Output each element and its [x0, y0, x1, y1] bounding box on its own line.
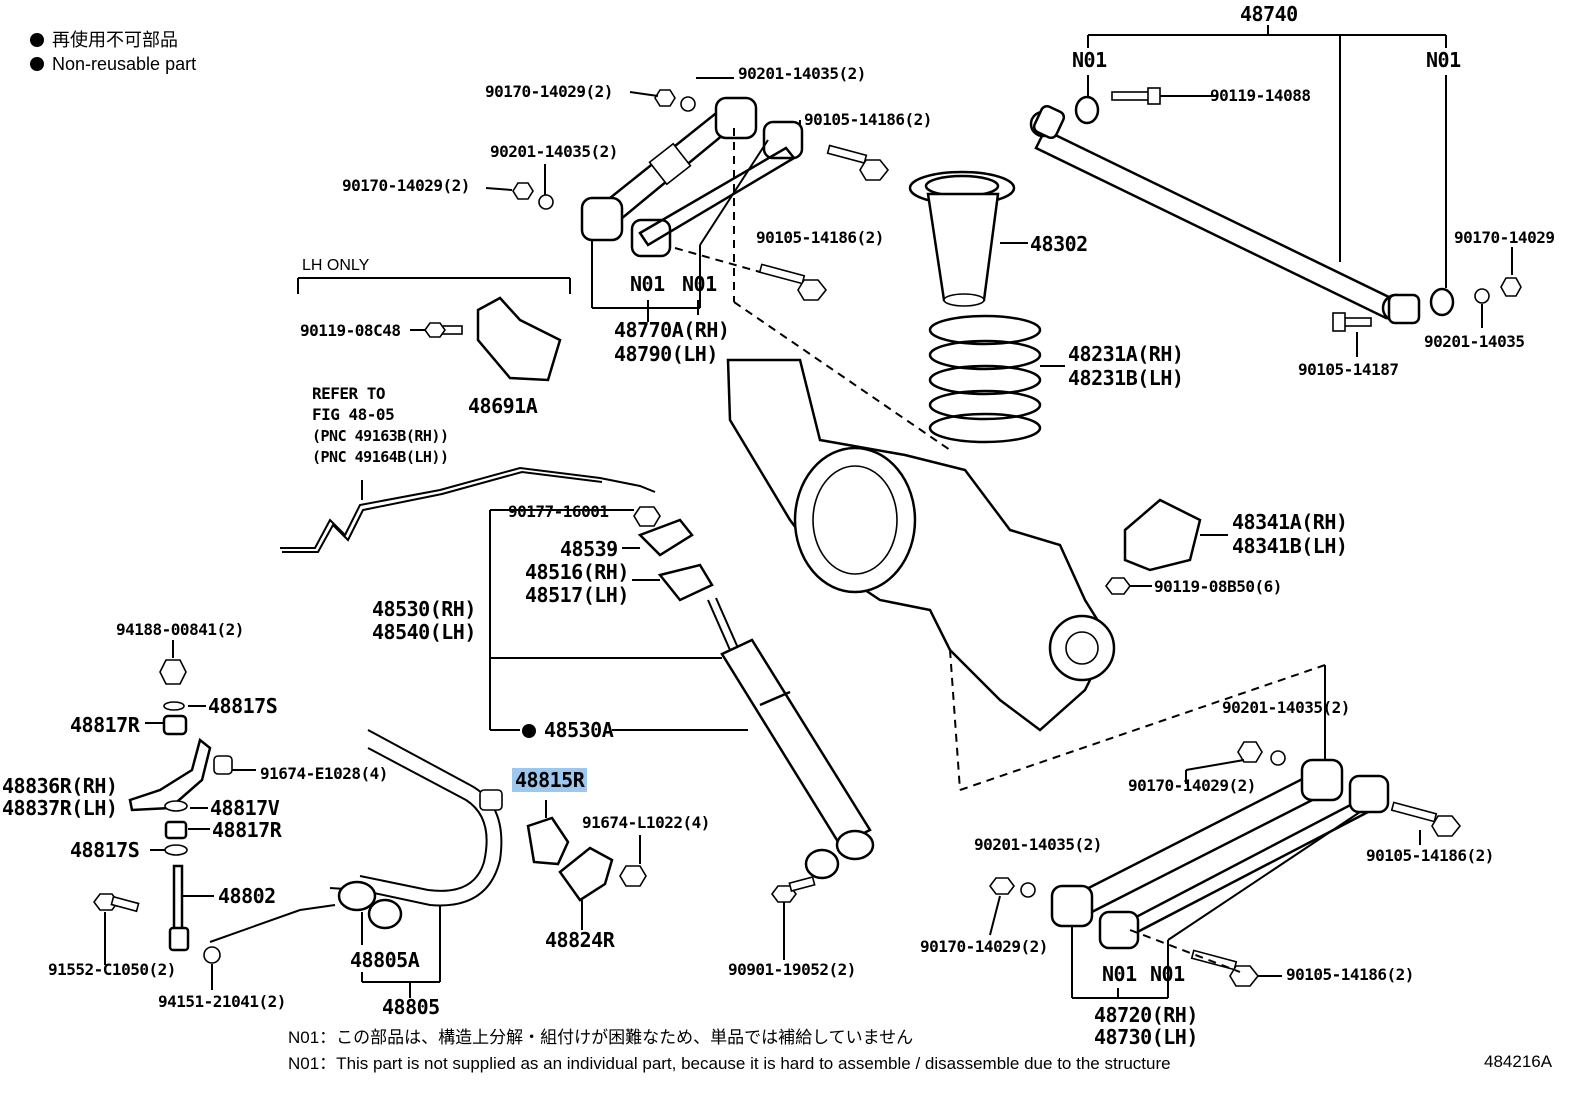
- part-label-48817r[interactable]: 48817R: [212, 818, 282, 842]
- legend-en-text: Non-reusable part: [52, 54, 197, 74]
- part-label-n01: N01: [1426, 48, 1461, 72]
- legend-dot-icon: [30, 57, 44, 71]
- part-label-48341b[interactable]: 48341B(LH): [1232, 534, 1348, 558]
- part-label-48836r[interactable]: 48836R(RH): [2, 774, 118, 798]
- spring-bracket-drawing: [1105, 498, 1228, 595]
- legend-en: Non-reusable part: [30, 54, 196, 74]
- lower-arm-drawing: [989, 741, 1462, 999]
- refer-text-4: (PNC 49164B(LH)): [312, 448, 449, 466]
- refer-text-2: FIG 48-05: [312, 405, 395, 424]
- part-label-90201-14035[interactable]: 90201-14035(2): [1222, 698, 1350, 717]
- lh-bracket-drawing: [297, 277, 571, 382]
- part-label-94151-21041[interactable]: 94151-21041(2): [158, 992, 286, 1011]
- part-label-48815r-highlighted[interactable]: 48815R: [512, 768, 588, 792]
- part-label-90105-14187[interactable]: 90105-14187: [1298, 360, 1399, 379]
- part-label-48539[interactable]: 48539: [560, 537, 618, 561]
- part-label-91552-c1050[interactable]: 91552-C1050(2): [48, 960, 176, 979]
- part-label-48817s[interactable]: 48817S: [208, 694, 278, 718]
- refer-text-1: REFER TO: [312, 384, 386, 403]
- stabilizer-bar-drawing: [209, 729, 647, 998]
- stabilizer-link-drawing: [93, 640, 256, 990]
- legend-dot-icon: [30, 33, 44, 47]
- part-label-48817r[interactable]: 48817R: [70, 713, 140, 737]
- part-label-90901-19052[interactable]: 90901-19052(2): [728, 960, 856, 979]
- part-label-48302[interactable]: 48302: [1030, 232, 1088, 256]
- lateral-rod-drawing: [1029, 25, 1522, 357]
- part-label-48231a[interactable]: 48231A(RH): [1068, 342, 1184, 366]
- leader-lines: [485, 77, 1218, 587]
- part-label-90170-14029[interactable]: 90170-14029(2): [1128, 776, 1256, 795]
- part-label-91674-l1022[interactable]: 91674-L1022(4): [582, 813, 710, 832]
- spring-drawing: [733, 170, 1065, 451]
- part-label-90201-14035[interactable]: 90201-14035: [1424, 332, 1525, 351]
- part-label-90170-14029[interactable]: 90170-14029(2): [485, 82, 613, 101]
- axle-housing-drawing: [726, 358, 1326, 791]
- part-label-90119-08c48[interactable]: 90119-08C48: [300, 321, 401, 340]
- part-label-n01: N01: [630, 272, 665, 296]
- lh-only-label: LH ONLY: [302, 257, 370, 274]
- part-label-n01: N01: [682, 272, 717, 296]
- part-label-90119-14088[interactable]: 90119-14088: [1210, 86, 1311, 105]
- part-label-90201-14035[interactable]: 90201-14035(2): [738, 64, 866, 83]
- part-label-n01: N01: [1150, 962, 1185, 986]
- legend-jp: 再使用不可部品: [30, 30, 178, 50]
- part-label-48691a[interactable]: 48691A: [468, 394, 538, 418]
- part-label-48516[interactable]: 48516(RH): [525, 560, 629, 584]
- part-label-90201-14035[interactable]: 90201-14035(2): [490, 142, 618, 161]
- note-jp: N01：この部品は、構造上分解・組付けが困難なため、単品では補給していません: [288, 1028, 914, 1047]
- part-label-90105-14186[interactable]: 90105-14186(2): [1286, 965, 1414, 984]
- part-label-94188-00841[interactable]: 94188-00841(2): [116, 620, 244, 639]
- part-label-48817s[interactable]: 48817S: [70, 838, 140, 862]
- part-label-48540[interactable]: 48540(LH): [372, 620, 476, 644]
- part-label-90105-14186[interactable]: 90105-14186(2): [804, 110, 932, 129]
- part-label-48817v[interactable]: 48817V: [210, 796, 280, 820]
- part-label-48231b[interactable]: 48231B(LH): [1068, 366, 1184, 390]
- part-label-91674-e1028[interactable]: 91674-E1028(4): [260, 764, 388, 783]
- part-label-48730[interactable]: 48730(LH): [1094, 1025, 1198, 1049]
- part-label-48824r[interactable]: 48824R: [545, 928, 615, 952]
- part-label-48530a-text: 48530A: [544, 718, 614, 742]
- shock-absorber-drawing: [489, 506, 875, 960]
- part-label-48530a[interactable]: 48530A: [522, 718, 614, 742]
- part-label-90105-14186[interactable]: 90105-14186(2): [756, 228, 884, 247]
- part-label-48517[interactable]: 48517(LH): [525, 583, 629, 607]
- upper-arm-drawing: [512, 89, 890, 322]
- part-label-90170-14029[interactable]: 90170-14029(2): [342, 176, 470, 195]
- part-label-90170-14029[interactable]: 90170-14029(2): [920, 937, 1048, 956]
- part-label-48740[interactable]: 48740: [1240, 2, 1298, 26]
- brake-tube-drawing: [280, 466, 656, 553]
- part-label-48805a[interactable]: 48805A: [350, 948, 420, 972]
- part-label-90105-14186[interactable]: 90105-14186(2): [1366, 846, 1494, 865]
- note-en: N01：This part is not supplied as an indi…: [288, 1054, 1171, 1073]
- refer-text-3: (PNC 49163B(RH)): [312, 427, 449, 445]
- part-label-48837r[interactable]: 48837R(LH): [2, 796, 118, 820]
- part-label-48770a[interactable]: 48770A(RH): [614, 318, 730, 342]
- part-label-n01: N01: [1102, 962, 1137, 986]
- part-label-48341a[interactable]: 48341A(RH): [1232, 510, 1348, 534]
- part-label-90201-14035[interactable]: 90201-14035(2): [974, 835, 1102, 854]
- figure-id: 484216A: [1484, 1052, 1553, 1071]
- part-label-48530[interactable]: 48530(RH): [372, 597, 476, 621]
- part-label-48802[interactable]: 48802: [218, 884, 276, 908]
- part-label-48720[interactable]: 48720(RH): [1094, 1003, 1198, 1027]
- legend-jp-text: 再使用不可部品: [52, 30, 178, 50]
- part-label-90170-14029[interactable]: 90170-14029: [1454, 228, 1555, 247]
- part-label-90177-16001[interactable]: 90177-16001: [508, 502, 609, 521]
- part-label-90119-08b50[interactable]: 90119-08B50(6): [1154, 577, 1282, 596]
- part-label-48790[interactable]: 48790(LH): [614, 342, 718, 366]
- non-reusable-dot-icon: [522, 724, 536, 738]
- part-label-n01: N01: [1072, 48, 1107, 72]
- part-label-48805[interactable]: 48805: [382, 995, 440, 1019]
